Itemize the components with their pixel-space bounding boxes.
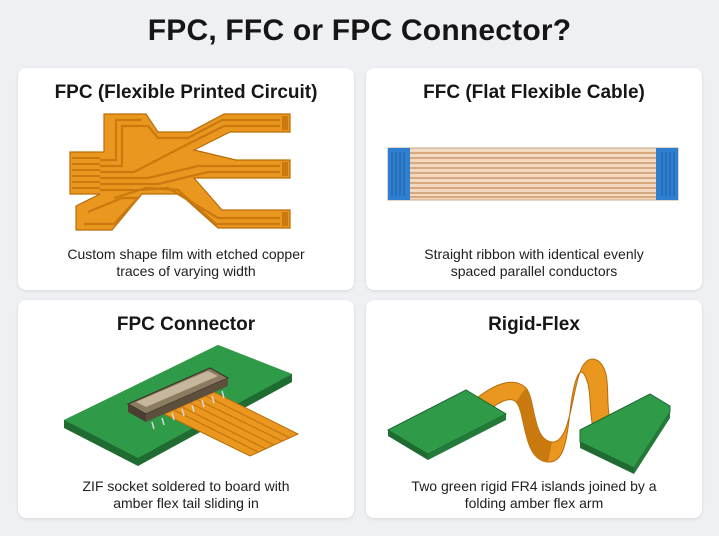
- fpc-card: FPC (Flexible Printed Circuit) Cus: [18, 68, 354, 290]
- rigid-flex-illustration: [386, 358, 671, 474]
- fpc-connector-illustration: [64, 345, 300, 466]
- ffc-card-title: FFC (Flat Flexible Cable): [423, 82, 645, 103]
- ffc-left-stiffener: [388, 148, 410, 200]
- ffc-illustration: [387, 147, 679, 201]
- ffc-ribbon: [387, 147, 679, 201]
- rigid-flex-card-caption: Two green rigid FR4 islands joined by a …: [411, 478, 657, 511]
- fpc-flex-body: [69, 113, 291, 231]
- fpc-connector-card-caption: ZIF socket soldered to board with amber …: [82, 478, 290, 511]
- ffc-conductors: [410, 152, 656, 198]
- fpc-etched-traces: [84, 118, 280, 226]
- ffc-right-stiffener: [656, 148, 678, 200]
- rigid-flex-card: Rigid-Flex Two green rigid FR4 islands j…: [366, 300, 702, 518]
- ffc-card-caption: Straight ribbon with identical evenly sp…: [424, 246, 644, 279]
- zif-actuator: [136, 371, 218, 407]
- fpc-connector-card: FPC Connector ZIF socket soldered to boa…: [18, 300, 354, 518]
- fpc-card-caption: Custom shape film with etched copper tra…: [67, 246, 305, 279]
- fpc-card-title: FPC (Flexible Printed Circuit): [54, 82, 318, 103]
- fpc-left-contact-fingers: [72, 157, 100, 189]
- fpc-right-terminal-pads: [282, 116, 288, 226]
- fpc-connector-card-title: FPC Connector: [116, 314, 256, 335]
- fpc-illustration: [69, 113, 291, 231]
- ffc-card: FFC (Flat Flexible Cable) Straight ribbo…: [366, 68, 702, 290]
- rigid-flex-card-title: Rigid-Flex: [488, 314, 580, 335]
- page-title: FPC, FFC or FPC Connector?: [147, 14, 572, 47]
- zif-solder-leads: [151, 390, 225, 430]
